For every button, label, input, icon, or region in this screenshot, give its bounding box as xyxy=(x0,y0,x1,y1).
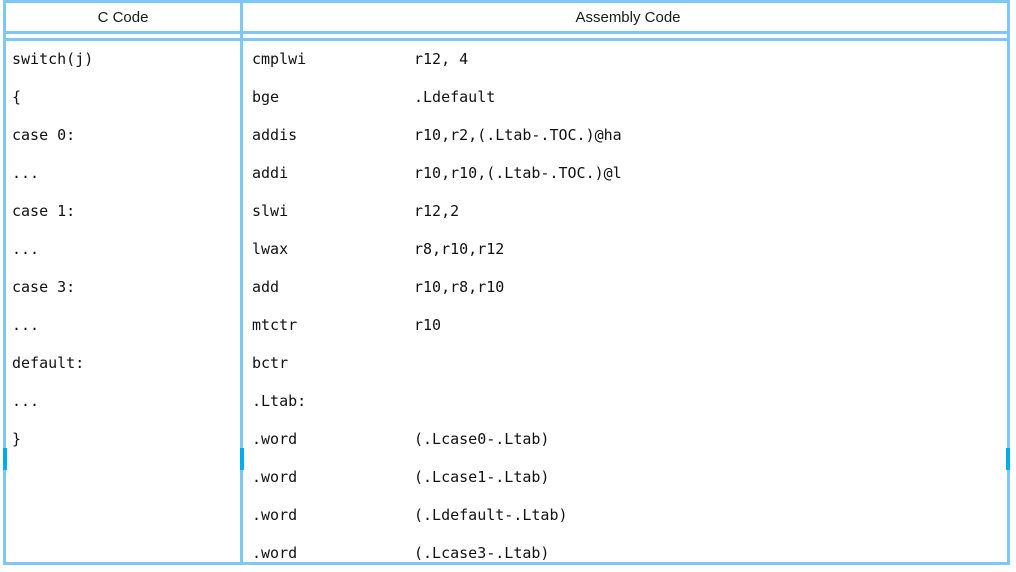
assembly-code-line: .word (.Lcase3-.Ltab) xyxy=(246,534,1010,572)
c-code-line: switch(j) xyxy=(12,50,94,68)
assembly-operand: r10 xyxy=(414,316,442,334)
table-bottom-border xyxy=(3,562,1010,565)
column-header-c-code: C Code xyxy=(97,9,149,26)
right-border-accent-marker xyxy=(1006,448,1010,470)
left-border-accent-marker xyxy=(3,448,7,470)
assembly-code-column: cmplwi r12, 4 bge .Ldefault addis r10,r2,(.Lt… xyxy=(246,40,1010,572)
assembly-code-line: .Ltab: xyxy=(246,382,1010,420)
assembly-code-line: mtctr r10 xyxy=(246,306,1010,344)
assembly-mnemonic: add xyxy=(252,278,280,296)
assembly-code-line: .word (.Lcase1-.Ltab) xyxy=(246,458,1010,496)
assembly-operand: (.Lcase1-.Ltab) xyxy=(414,468,550,486)
assembly-mnemonic: addi xyxy=(252,164,289,182)
c-code-line: ... xyxy=(12,164,40,182)
assembly-code-line: add r10,r8,r10 xyxy=(246,268,1010,306)
assembly-mnemonic: .Ltab: xyxy=(252,392,307,410)
divider-accent-marker xyxy=(240,448,244,470)
c-code-column: switch(j) { case 0:... case 1:... case 3:...… xyxy=(3,40,243,458)
assembly-mnemonic: slwi xyxy=(252,202,289,220)
assembly-mnemonic: .word xyxy=(252,544,298,562)
c-code-line: default: xyxy=(12,354,85,372)
c-code-line: } xyxy=(12,430,22,448)
assembly-code-line: slwi r12,2 xyxy=(246,192,1010,230)
c-code-line: ... xyxy=(12,392,40,410)
column-divider xyxy=(240,0,243,565)
assembly-operand: (.Ldefault-.Ltab) xyxy=(414,506,568,524)
assembly-mnemonic: .word xyxy=(252,468,298,486)
assembly-operand: r10,r8,r10 xyxy=(414,278,505,296)
c-code-line: case 3: xyxy=(12,278,76,296)
table-right-border xyxy=(1007,0,1010,565)
c-code-line: ... xyxy=(12,240,40,258)
code-comparison-table: C Code Assembly Code switch(j) { case 0:..… xyxy=(3,0,1010,565)
c-code-line: case 1: xyxy=(12,202,76,220)
c-code-line: { xyxy=(12,88,22,106)
assembly-operand: r12, 4 xyxy=(414,50,469,68)
assembly-operand: .Ldefault xyxy=(414,88,496,106)
c-code-line: ... xyxy=(12,316,40,334)
header-separator-lower xyxy=(3,38,1010,41)
assembly-operand: r12,2 xyxy=(414,202,460,220)
assembly-code-line: bge .Ldefault xyxy=(246,78,1010,116)
assembly-operand: (.Lcase0-.Ltab) xyxy=(414,430,550,448)
c-code-line: case 0: xyxy=(12,126,76,144)
assembly-code-line: addis r10,r2,(.Ltab-.TOC.)@ha xyxy=(246,116,1010,154)
header-separator-upper xyxy=(3,31,1010,34)
assembly-mnemonic: addis xyxy=(252,126,298,144)
table-top-border xyxy=(3,0,1010,3)
assembly-mnemonic: cmplwi xyxy=(252,50,307,68)
assembly-operand: (.Lcase3-.Ltab) xyxy=(414,544,550,562)
assembly-operand: r10,r2,(.Ltab-.TOC.)@ha xyxy=(414,126,622,144)
assembly-code-line: cmplwi r12, 4 xyxy=(246,40,1010,78)
assembly-mnemonic: lwax xyxy=(252,240,289,258)
table-left-border xyxy=(3,0,6,565)
assembly-operand: r10,r10,(.Ltab-.TOC.)@l xyxy=(414,164,622,182)
assembly-code-line: .word (.Ldefault-.Ltab) xyxy=(246,496,1010,534)
assembly-code-line: lwax r8,r10,r12 xyxy=(246,230,1010,268)
assembly-mnemonic: mtctr xyxy=(252,316,298,334)
column-header-assembly-code: Assembly Code xyxy=(575,9,681,26)
assembly-mnemonic: .word xyxy=(252,430,298,448)
assembly-code-line: bctr xyxy=(246,344,1010,382)
assembly-code-line: .word (.Lcase0-.Ltab) xyxy=(246,420,1010,458)
assembly-mnemonic: bge xyxy=(252,88,280,106)
assembly-code-line: addi r10,r10,(.Ltab-.TOC.)@l xyxy=(246,154,1010,192)
assembly-mnemonic: .word xyxy=(252,506,298,524)
assembly-mnemonic: bctr xyxy=(252,354,289,372)
assembly-operand: r8,r10,r12 xyxy=(414,240,505,258)
